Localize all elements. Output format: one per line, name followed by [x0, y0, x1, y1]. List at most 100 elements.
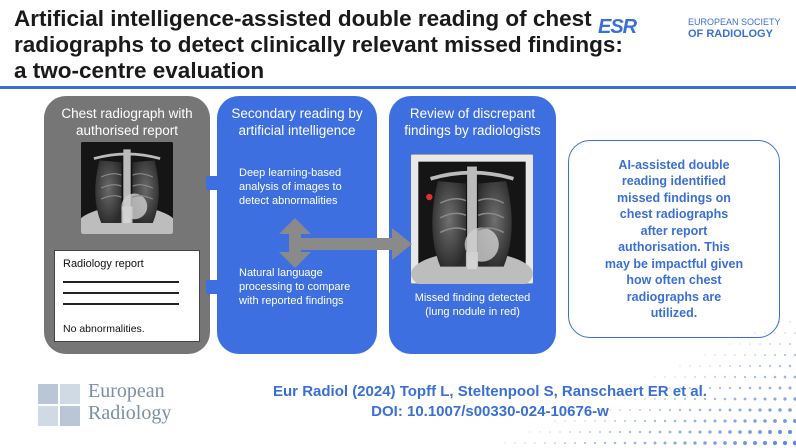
decorative-dot	[688, 408, 692, 412]
decorative-dot	[783, 353, 787, 357]
decorative-dot	[783, 419, 787, 423]
decorative-dot	[778, 408, 782, 412]
decorative-dot	[664, 376, 666, 378]
decorative-dot	[704, 354, 706, 356]
decorative-dot	[678, 430, 682, 434]
step-2-title: Secondary reading by artificial intellig…	[231, 106, 363, 138]
conclusion-text: AI-assisted double reading identified mi…	[604, 157, 744, 321]
decorative-dot	[788, 386, 792, 390]
decorative-dot	[574, 420, 576, 422]
decorative-dot	[604, 420, 606, 422]
step-1-panel: Chest radiograph with authorised report …	[44, 96, 210, 354]
decorative-dot	[748, 408, 752, 412]
decorative-dot	[744, 354, 746, 356]
decorative-dot	[643, 419, 647, 423]
decorative-dot	[589, 431, 591, 433]
decorative-dot	[654, 398, 656, 400]
decorative-dot	[549, 431, 551, 433]
decorative-dot	[783, 375, 787, 379]
decorative-dot	[724, 354, 726, 356]
decorative-dot	[693, 441, 697, 445]
decorative-dot	[504, 442, 506, 444]
decorative-dot	[713, 441, 717, 445]
decorative-dot	[788, 408, 792, 412]
chest-xray-nodule-image	[411, 154, 533, 284]
radiology-report-icon: Radiology report No abnormalities.	[54, 250, 200, 342]
decorative-dot	[733, 397, 737, 401]
decorative-dot	[779, 343, 781, 345]
report-line	[63, 303, 179, 305]
decorative-dot	[604, 398, 606, 400]
conclusion-box: AI-assisted double reading identified mi…	[568, 140, 780, 338]
decorative-dot	[784, 332, 786, 334]
decorative-dot	[759, 343, 761, 345]
decorative-dot	[713, 397, 717, 401]
step-1-title: Chest radiograph with authorised report	[61, 106, 193, 138]
decorative-dot	[514, 442, 516, 444]
decorative-dot	[728, 386, 732, 390]
decorative-dot	[709, 365, 711, 367]
decorative-dot	[723, 441, 727, 445]
decorative-dot	[729, 365, 731, 367]
decorative-dot	[613, 441, 617, 445]
decorative-dot	[794, 332, 796, 334]
esr-logo-line-1: EUROPEAN SOCIETY	[688, 17, 781, 27]
decorative-dot	[619, 409, 621, 411]
decorative-dot	[534, 442, 536, 444]
decorative-dot	[773, 353, 777, 357]
decorative-dot	[713, 419, 717, 423]
report-title: Radiology report	[63, 258, 144, 270]
european-radiology-logo: European Radiology	[36, 380, 226, 430]
report-footer: No abnormalities.	[63, 323, 145, 335]
decorative-dot	[524, 442, 526, 444]
decorative-dot	[783, 397, 787, 401]
decorative-dot	[762, 440, 768, 446]
decorative-dot	[648, 430, 652, 434]
decorative-dot	[653, 419, 657, 423]
decorative-dot	[728, 408, 732, 412]
decorative-dot	[748, 364, 752, 368]
decorative-dot	[793, 397, 796, 401]
report-line	[63, 292, 179, 294]
decorative-dot	[787, 429, 793, 435]
decorative-dot	[689, 365, 691, 367]
decorative-dot	[778, 364, 782, 368]
decorative-dot	[539, 431, 541, 433]
decorative-dot	[564, 420, 566, 422]
decorative-dot	[743, 419, 747, 423]
decorative-dot	[628, 430, 632, 434]
decorative-dot	[668, 430, 672, 434]
decorative-dot	[763, 419, 767, 423]
decorative-dot	[708, 408, 712, 412]
decorative-dot	[569, 431, 571, 433]
decorative-dot	[688, 430, 692, 434]
decorative-dot	[793, 375, 796, 379]
decorative-dot	[559, 431, 561, 433]
european-radiology-logo-text: European Radiology	[88, 380, 172, 424]
decorative-dot	[718, 430, 722, 434]
title-line-3: a two-centre evaluation	[14, 58, 265, 83]
chest-xray-graphic	[81, 142, 173, 234]
title-line-1: Artificial intelligence-assisted double …	[14, 6, 592, 31]
step-2-image-analysis-text: Deep learning-based analysis of images t…	[239, 167, 342, 207]
decorative-dot	[663, 441, 667, 445]
decorative-dot	[718, 386, 722, 390]
step-3-panel: Review of discrepant findings by radiolo…	[389, 96, 556, 354]
decorative-dot	[788, 364, 792, 368]
decorative-dot	[654, 376, 656, 378]
decorative-dot	[614, 398, 616, 400]
decorative-dot	[753, 441, 757, 445]
decorative-dot	[739, 343, 741, 345]
decorative-dot	[653, 441, 657, 445]
decorative-dot	[629, 387, 631, 389]
decorative-dot	[598, 430, 602, 434]
decorative-dot	[772, 440, 778, 446]
decorative-dot	[608, 430, 612, 434]
decorative-dot	[768, 364, 772, 368]
decorative-dot	[564, 442, 566, 444]
decorative-dot	[698, 408, 702, 412]
right-arrow-icon	[206, 168, 240, 198]
decorative-dot	[758, 364, 762, 368]
decorative-dot	[623, 441, 627, 445]
decorative-dot	[609, 409, 611, 411]
